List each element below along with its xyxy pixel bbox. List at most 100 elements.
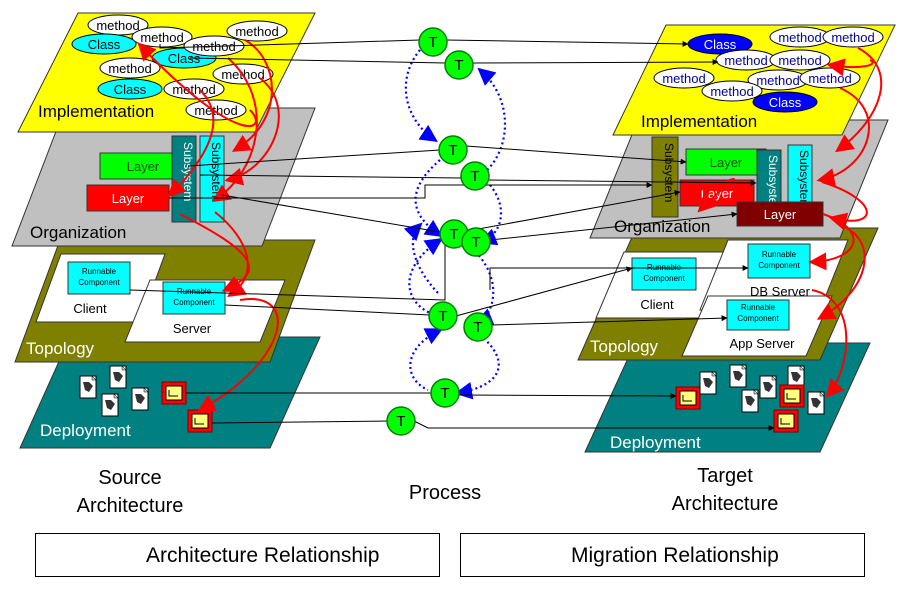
- source-implementation-label: Implementation: [38, 102, 154, 121]
- transformation-link: [491, 315, 728, 326]
- transformation-link: [489, 265, 749, 290]
- transformation-node: [461, 227, 491, 257]
- legend-migration-relationship: Migration Relationship: [460, 533, 865, 577]
- target-method-label: method: [831, 30, 874, 45]
- migration-arrow: [454, 334, 500, 400]
- source-method-label: method: [96, 18, 139, 33]
- target-method-label: method: [778, 30, 821, 45]
- source-method-label: method: [194, 103, 237, 118]
- target-organization-label: Organization: [614, 217, 710, 236]
- package-icon: [773, 409, 799, 433]
- transformation-link: [465, 145, 687, 165]
- source-server-component-line2: Component: [173, 298, 215, 307]
- architecture-arrow: [808, 213, 855, 271]
- source-method-label: method: [140, 30, 183, 45]
- transformation-link: [211, 420, 389, 424]
- target-architecture-caption: Target Architecture: [650, 462, 800, 518]
- source-layer-red-label: Layer: [112, 191, 145, 206]
- artifact-icon: [759, 375, 777, 399]
- source-class-label: Class: [114, 82, 147, 97]
- transformation-link: [445, 39, 689, 47]
- source-organization-label: Organization: [30, 223, 126, 242]
- architecture-arrow: [224, 77, 280, 186]
- transformation-node: [463, 312, 493, 342]
- transformation-node-label: T: [428, 34, 437, 51]
- package-icon: [187, 409, 213, 433]
- artifact-icon: [109, 365, 127, 389]
- target-db-component-line2: Component: [758, 261, 800, 270]
- target-db-component-line1: Runnable: [762, 250, 797, 259]
- source-deployment-label: Deployment: [40, 421, 131, 440]
- source-layer-green-label: Layer: [127, 159, 160, 174]
- migration-arrow: [403, 222, 441, 296]
- source-client-component-line1: Runnable: [82, 267, 117, 276]
- transformation-node-label: T: [440, 385, 449, 402]
- source-architecture: Deployment Runnable Component Client Run…: [11, 12, 321, 449]
- source-architecture-relationships: [137, 39, 280, 412]
- architecture-arrow: [835, 47, 883, 153]
- target-method-label: method: [710, 84, 753, 99]
- architecture-arrow: [816, 224, 866, 320]
- architecture-arrow: [167, 89, 215, 198]
- source-subsystem-label: Subsystem: [181, 142, 195, 201]
- architecture-arrow: [811, 289, 848, 398]
- transformation-node: [444, 50, 474, 80]
- transformation-node-label: T: [448, 142, 457, 159]
- migration-relationships: [403, 49, 507, 400]
- transformation-node-label: T: [470, 168, 479, 185]
- transformation-link: [189, 57, 447, 64]
- target-subsystem-label: Subsystem: [662, 143, 676, 202]
- target-organization-plane: Subsystem Layer Layer Subsystem Subsyste…: [589, 119, 889, 239]
- transformation-link: [413, 420, 775, 431]
- migration-arrow: [404, 49, 438, 142]
- architecture-arrow: [179, 213, 250, 293]
- transformation-link: [187, 149, 441, 167]
- target-implementation-plane: Class method method method method method…: [612, 24, 896, 136]
- transformation-node-label: T: [471, 234, 480, 251]
- transformation-link: [169, 182, 653, 199]
- source-class-label: Class: [88, 37, 121, 52]
- artifact-icon: [699, 371, 717, 395]
- architecture-arrow: [697, 178, 735, 213]
- target-layer-green-label: Layer: [710, 155, 743, 170]
- artifact-icon: [729, 364, 747, 388]
- target-app-server-label: App Server: [729, 336, 795, 351]
- target-caption-line2: Architecture: [671, 493, 779, 515]
- target-caption-line1: Target: [697, 465, 753, 487]
- target-architecture: Deployment Runnable Component Client Run…: [577, 24, 896, 453]
- legend-migration-label: Migration Relationship: [571, 544, 779, 567]
- transformation-node: [418, 27, 448, 57]
- artifact-icon: [131, 387, 149, 411]
- transformation-node: [386, 406, 416, 436]
- artifact-icon: [807, 391, 825, 415]
- transformation-link: [487, 179, 757, 186]
- source-server-component-line1: Runnable: [177, 287, 212, 296]
- transformation-link: [457, 392, 677, 399]
- artifact-icon: [741, 389, 759, 413]
- target-implementation-label: Implementation: [641, 112, 757, 131]
- package-icon: [675, 386, 701, 410]
- transformation-nodes: [386, 27, 493, 436]
- source-architecture-caption: Source Architecture: [55, 464, 205, 520]
- source-server-label: Server: [173, 321, 212, 336]
- target-app-component-line1: Runnable: [741, 303, 776, 312]
- package-icon: [161, 381, 187, 405]
- target-db-server-label: DB Server: [750, 284, 811, 299]
- transformation-link: [461, 190, 681, 233]
- source-caption-line1: Source: [98, 467, 162, 489]
- package-icon: [779, 384, 805, 408]
- transformation-link: [159, 39, 421, 49]
- migration-process: T T T T T T T T T T: [129, 27, 775, 436]
- transformation-node-label: T: [473, 319, 482, 336]
- transformation-node-label: T: [449, 226, 458, 243]
- source-subsystem-label: Subsystem: [209, 142, 223, 201]
- artifact-icon: [101, 393, 119, 417]
- target-deployment-label: Deployment: [610, 433, 701, 452]
- transformation-node-label: T: [438, 308, 447, 325]
- transformation-link: [489, 211, 738, 241]
- artifact-icon: [79, 375, 97, 399]
- target-subsystem-label: Subsystem: [766, 155, 780, 214]
- target-method-label: method: [808, 71, 851, 86]
- source-caption-line2: Architecture: [76, 495, 184, 517]
